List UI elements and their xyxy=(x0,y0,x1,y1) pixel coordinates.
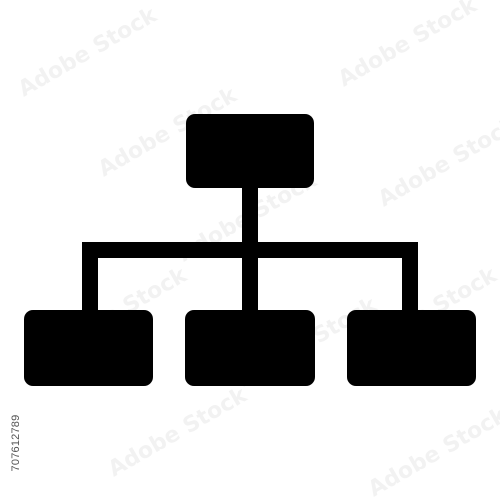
top-node-box xyxy=(186,114,314,188)
stock-id-label: 707612789 xyxy=(10,414,22,472)
bottom-right-node-box xyxy=(347,310,476,386)
left-drop-line xyxy=(82,242,98,314)
bottom-left-node-box xyxy=(24,310,153,386)
bottom-middle-node-box xyxy=(185,310,315,386)
right-drop-line xyxy=(402,242,418,314)
horizontal-connector xyxy=(82,242,418,258)
